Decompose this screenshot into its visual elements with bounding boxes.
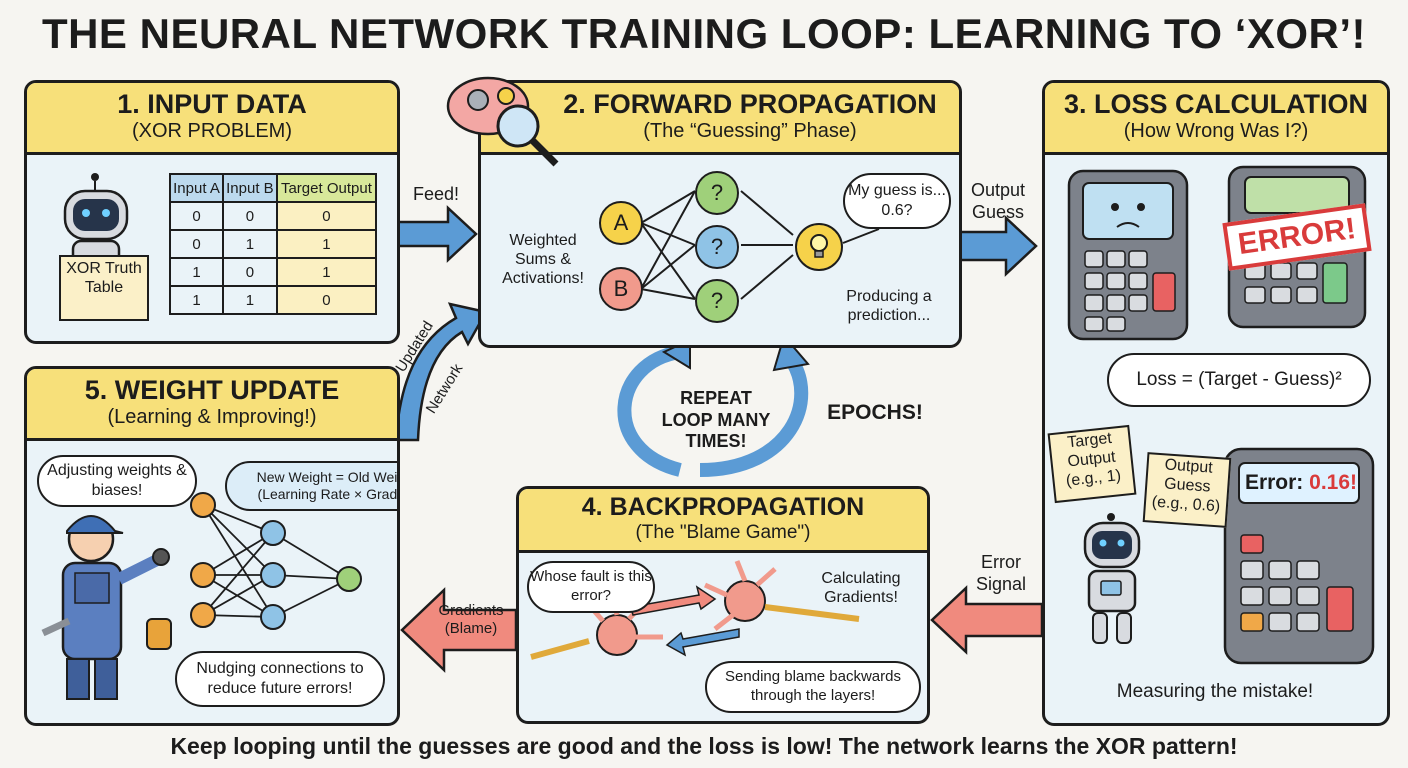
hidden-node: ?	[695, 279, 739, 323]
footer-caption: Keep looping until the guesses are good …	[170, 733, 1238, 759]
gradients-arrow	[400, 587, 518, 673]
feed-label: Feed!	[412, 184, 460, 204]
panel-forward-propagation: 2. FORWARD PROPAGATION (The “Guessing” P…	[478, 80, 962, 348]
adjusting-weights-bubble: Adjusting weights & biases!	[37, 455, 197, 507]
loop-arrow-right	[699, 353, 809, 477]
mechanic-icon	[41, 515, 172, 700]
output-guess-label: Output Guess	[970, 180, 1026, 222]
loop-center-label: REPEAT LOOP MANY TIMES!	[661, 388, 771, 452]
error-display-label: Error:	[1244, 471, 1304, 494]
panel-weight-update: 5. WEIGHT UPDATE (Learning & Improving!)	[24, 366, 400, 726]
panel-3-subheading: (How Wrong Was I?)	[1123, 120, 1309, 142]
panel-backpropagation: 4. BACKPROPAGATION (The "Blame Game") Wh…	[516, 486, 930, 724]
table-row: 1 0 1	[169, 257, 378, 287]
table-cell: 1	[275, 257, 378, 287]
calculators-illustration	[1067, 165, 1375, 665]
table-cell: 0	[221, 257, 278, 287]
panel-5-heading: 5. WEIGHT UPDATE	[84, 375, 340, 405]
weighted-sums-label: Weighted Sums & Activations!	[502, 232, 584, 288]
panel-1-header: 1. INPUT DATA (XOR PROBLEM)	[27, 83, 397, 155]
error-display: Error: 0.16!	[1243, 471, 1359, 495]
loop-arrow-left	[617, 345, 682, 477]
guess-bubble: My guess is... 0.6?	[843, 173, 951, 229]
calculating-gradients-label: Calculating Gradients!	[821, 570, 901, 607]
table-cell: 0	[275, 201, 378, 231]
table-header-row: Input A Input B Target Output	[169, 173, 378, 203]
target-output-sign: Target Output (e.g., 1)	[1047, 424, 1137, 504]
table-cell: 1	[275, 229, 378, 259]
whose-fault-bubble: Whose fault is this error?	[527, 561, 655, 613]
epochs-label: EPOCHS!	[827, 401, 923, 424]
error-signal-label: Error Signal	[975, 552, 1027, 594]
prediction-caption: Producing a prediction...	[846, 288, 932, 325]
table-cell: 0	[221, 201, 278, 231]
table-row: 0 0 0	[169, 201, 378, 231]
weight-update-illustration	[41, 492, 362, 700]
xor-truth-table: Input A Input B Target Output 0 0 0 0 1 …	[169, 173, 378, 315]
lightbulb-icon	[795, 223, 843, 271]
forward-network-edges	[640, 190, 880, 300]
blame-arrow-right	[630, 585, 717, 616]
table-cell: 0	[275, 285, 378, 315]
input-node-b: B	[599, 267, 643, 311]
panel-input-data: 1. INPUT DATA (XOR PROBLEM) XOR Truth Ta…	[24, 80, 400, 344]
input-node-a: A	[599, 201, 643, 245]
panel-3-heading: 3. LOSS CALCULATION	[1063, 89, 1368, 119]
panel-2-header: 2. FORWARD PROPAGATION (The “Guessing” P…	[481, 83, 959, 155]
panel-1-heading: 1. INPUT DATA	[117, 89, 307, 119]
feed-arrow	[386, 205, 478, 263]
sending-blame-bubble: Sending blame backwards through the laye…	[705, 661, 921, 713]
output-guess-sign: Output Guess (e.g., 0.6)	[1142, 452, 1232, 528]
sad-calculator-icon	[1067, 169, 1189, 341]
page-title: THE NEURAL NETWORK TRAINING LOOP: LEARNI…	[41, 10, 1367, 57]
panel-4-header: 4. BACKPROPAGATION (The "Blame Game")	[519, 489, 927, 553]
table-cell: 1	[169, 285, 224, 315]
measuring-caption: Measuring the mistake!	[1116, 681, 1314, 702]
hidden-node: ?	[695, 171, 739, 215]
gradients-label: Gradients (Blame)	[438, 602, 504, 637]
panel-3-header: 3. LOSS CALCULATION (How Wrong Was I?)	[1045, 83, 1387, 155]
table-row: 1 1 0	[169, 285, 378, 315]
table-cell: 1	[221, 285, 278, 315]
table-cell: 0	[169, 201, 224, 231]
robot-icon	[1083, 513, 1141, 644]
error-display-value: 0.16!	[1309, 471, 1358, 494]
panel-5-header: 5. WEIGHT UPDATE (Learning & Improving!)	[27, 369, 397, 441]
panel-4-heading: 4. BACKPROPAGATION	[581, 493, 865, 521]
weight-update-formula-bubble: New Weight = Old Weight - (Learning Rate…	[225, 461, 397, 511]
panel-5-subheading: (Learning & Improving!)	[107, 406, 317, 428]
panel-2-heading: 2. FORWARD PROPAGATION	[563, 89, 937, 119]
table-header: Input B	[221, 173, 278, 203]
table-header: Input A	[169, 173, 224, 203]
hidden-node: ?	[695, 225, 739, 269]
table-cell: 1	[221, 229, 278, 259]
panel-4-subheading: (The "Blame Game")	[635, 522, 811, 543]
loss-formula-bubble: Loss = (Target - Guess)²	[1107, 353, 1371, 407]
error-signal-arrow	[930, 585, 1044, 655]
table-cell: 1	[169, 257, 224, 287]
output-guess-arrow	[948, 215, 1038, 277]
blame-arrow-left	[665, 628, 740, 657]
table-cell: 0	[169, 229, 224, 259]
truth-table-sign: XOR Truth Table	[59, 255, 149, 321]
panel-2-subheading: (The “Guessing” Phase)	[643, 120, 857, 142]
table-row: 0 1 1	[169, 229, 378, 259]
panel-1-subheading: (XOR PROBLEM)	[131, 120, 293, 142]
nudging-connections-bubble: Nudging connections to reduce future err…	[175, 651, 385, 707]
big-calculator-icon	[1223, 447, 1375, 665]
panel-loss-calculation: 3. LOSS CALCULATION (How Wrong Was I?)	[1042, 80, 1390, 726]
table-header: Target Output	[275, 173, 378, 203]
